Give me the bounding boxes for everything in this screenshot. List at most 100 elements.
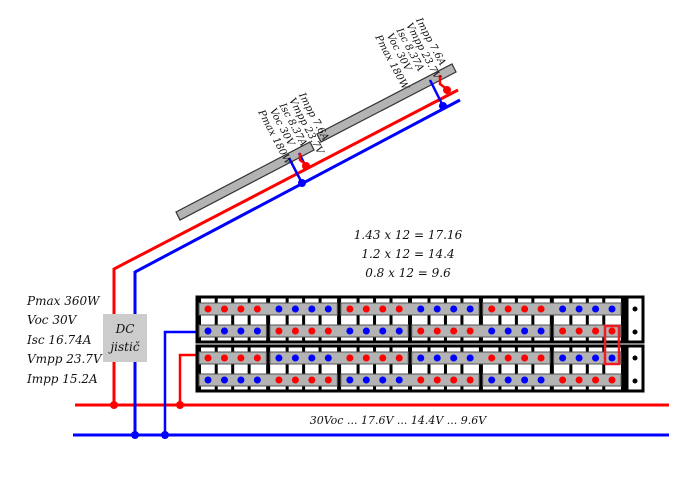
array-specs: Pmax 360W Voc 30V Isc 16.74A Vmpp 23.7V …	[26, 294, 103, 386]
cell-negative-terminal	[575, 305, 583, 313]
junction-dot	[298, 179, 306, 187]
cell-positive-terminal	[237, 354, 245, 362]
cell-positive-terminal	[608, 327, 616, 335]
panel-2-connections	[428, 75, 451, 110]
negative-panel-wire	[133, 98, 461, 435]
junction-dot	[302, 162, 310, 170]
cell-negative-terminal	[220, 376, 228, 384]
equation: 1.43 x 12 = 17.16	[354, 228, 463, 242]
cell-negative-terminal	[237, 327, 245, 335]
busbar	[198, 373, 338, 387]
cell-negative-terminal	[592, 354, 600, 362]
cell-positive-terminal	[291, 376, 299, 384]
cell-positive-terminal	[204, 305, 212, 313]
cell-negative-terminal	[275, 305, 283, 313]
busbar	[340, 302, 480, 316]
cell-positive-terminal	[417, 327, 425, 335]
array-spec-line: Pmax 360W	[26, 294, 101, 308]
cell-negative-terminal	[362, 327, 370, 335]
cell-negative-terminal	[346, 327, 354, 335]
cell-negative-terminal	[346, 376, 354, 384]
terminal-dot	[632, 355, 638, 361]
cell-positive-terminal	[275, 376, 283, 384]
panel-1-connections	[287, 152, 310, 187]
cell-negative-terminal	[521, 327, 529, 335]
highlight-box	[603, 324, 621, 366]
cell-negative-terminal	[395, 327, 403, 335]
voltage-note: 30Voc ... 17.6V ... 14.4V ... 9.6V	[310, 414, 488, 427]
junction-dot	[439, 102, 447, 110]
cell-positive-terminal	[592, 376, 600, 384]
cell-negative-terminal	[417, 354, 425, 362]
cell-positive-terminal	[324, 376, 332, 384]
cell-positive-terminal	[450, 376, 458, 384]
battery-negative-feed	[163, 330, 205, 435]
cell-negative-terminal	[253, 376, 261, 384]
capacity-equations: 1.43 x 12 = 17.16 1.2 x 12 = 14.4 0.8 x …	[354, 228, 463, 280]
cell-negative-terminal	[308, 305, 316, 313]
terminal-dot	[632, 306, 638, 312]
junction-dot	[443, 86, 451, 94]
breaker-label-line1: DC	[115, 322, 135, 336]
cell-negative-terminal	[433, 354, 441, 362]
cell-positive-terminal	[253, 305, 261, 313]
cell-negative-terminal	[608, 354, 616, 362]
busbar	[482, 302, 622, 316]
cell-negative-terminal	[204, 327, 212, 335]
array-spec-line: Isc 16.74A	[26, 333, 92, 347]
cell-positive-terminal	[433, 327, 441, 335]
cell-positive-terminal	[346, 354, 354, 362]
busbar	[340, 373, 480, 387]
cell-negative-terminal	[324, 305, 332, 313]
cell-negative-terminal	[220, 327, 228, 335]
cell-positive-terminal	[237, 305, 245, 313]
cell-positive-terminal	[608, 376, 616, 384]
cell-positive-terminal	[308, 327, 316, 335]
cell-negative-terminal	[537, 327, 545, 335]
cell-negative-terminal	[291, 305, 299, 313]
cell-positive-terminal	[379, 305, 387, 313]
cell-negative-terminal	[204, 376, 212, 384]
cell-positive-terminal	[324, 327, 332, 335]
cell-negative-terminal	[379, 376, 387, 384]
cell-positive-terminal	[220, 354, 228, 362]
cell-positive-terminal	[592, 327, 600, 335]
cell-negative-terminal	[504, 327, 512, 335]
cell-positive-terminal	[204, 354, 212, 362]
cell-negative-terminal	[395, 376, 403, 384]
cell-negative-terminal	[559, 305, 567, 313]
cell-positive-terminal	[504, 305, 512, 313]
cell-negative-terminal	[379, 327, 387, 335]
cell-negative-terminal	[433, 305, 441, 313]
cell-positive-terminal	[521, 305, 529, 313]
array-spec-line: Vmpp 23.7V	[27, 352, 103, 366]
cell-negative-terminal	[324, 354, 332, 362]
cell-negative-terminal	[253, 327, 261, 335]
solar-panel-2	[316, 63, 457, 143]
cell-negative-terminal	[559, 354, 567, 362]
busbar	[198, 324, 267, 338]
cell-negative-terminal	[291, 354, 299, 362]
cell-positive-terminal	[466, 376, 474, 384]
end-cap	[625, 295, 645, 344]
cell-negative-terminal	[450, 305, 458, 313]
cell-positive-terminal	[466, 327, 474, 335]
battery-pack	[195, 295, 645, 393]
cell-negative-terminal	[592, 305, 600, 313]
cell-positive-terminal	[488, 305, 496, 313]
terminal-dot	[632, 329, 638, 335]
cell-positive-terminal	[362, 354, 370, 362]
busbar	[482, 373, 622, 387]
cell-negative-terminal	[417, 305, 425, 313]
busbar	[411, 324, 551, 338]
cell-negative-terminal	[466, 354, 474, 362]
cell-negative-terminal	[466, 305, 474, 313]
cell-positive-terminal	[308, 376, 316, 384]
cell-positive-terminal	[346, 305, 354, 313]
cell-positive-terminal	[488, 354, 496, 362]
busbar	[269, 351, 409, 365]
cell-negative-terminal	[275, 354, 283, 362]
junction-dot	[131, 431, 139, 439]
cell-negative-terminal	[575, 354, 583, 362]
end-cap	[625, 344, 645, 393]
